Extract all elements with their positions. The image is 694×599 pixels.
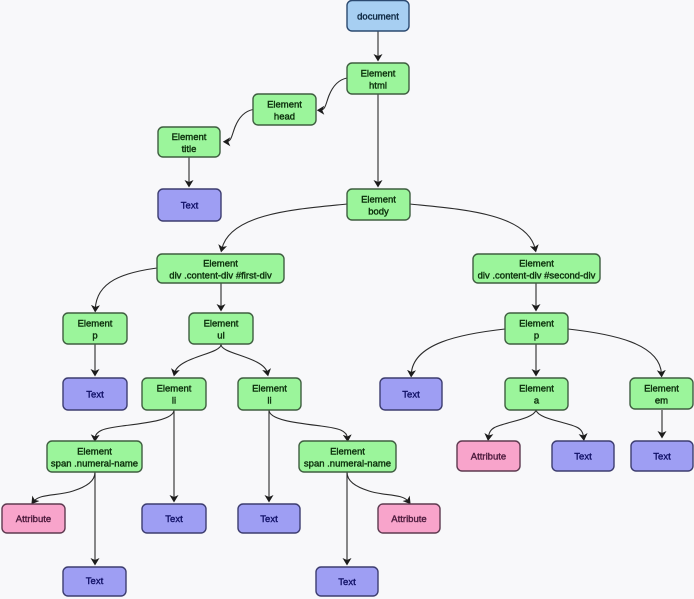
svg-text:li: li: [267, 396, 271, 407]
svg-text:Element: Element: [252, 384, 287, 395]
svg-text:Text: Text: [165, 514, 183, 525]
svg-text:Element: Element: [172, 132, 207, 143]
svg-text:Element: Element: [203, 259, 238, 270]
svg-text:Element: Element: [519, 259, 554, 270]
svg-text:Attribute: Attribute: [16, 514, 51, 525]
svg-text:Text: Text: [86, 390, 104, 401]
svg-text:title: title: [182, 144, 197, 155]
svg-text:Element: Element: [77, 447, 112, 458]
svg-text:document: document: [357, 11, 399, 22]
svg-text:ul: ul: [217, 331, 224, 342]
svg-text:Element: Element: [267, 100, 302, 111]
svg-text:html: html: [369, 81, 387, 92]
svg-text:Element: Element: [361, 69, 396, 80]
svg-text:Text: Text: [338, 577, 356, 588]
svg-text:p: p: [534, 331, 539, 342]
svg-text:Element: Element: [78, 319, 113, 330]
svg-text:p: p: [92, 331, 97, 342]
svg-text:span .numeral-name: span .numeral-name: [51, 459, 138, 470]
svg-text:Text: Text: [653, 452, 671, 463]
svg-text:body: body: [368, 207, 389, 218]
svg-text:Text: Text: [260, 514, 278, 525]
svg-text:Text: Text: [181, 201, 199, 212]
svg-text:Attribute: Attribute: [471, 452, 506, 463]
svg-text:div .content-div #second-div: div .content-div #second-div: [478, 271, 596, 282]
svg-text:em: em: [655, 396, 668, 407]
svg-text:Element: Element: [361, 195, 396, 206]
svg-text:Text: Text: [574, 452, 592, 463]
svg-text:Element: Element: [330, 447, 365, 458]
svg-text:span .numeral-name: span .numeral-name: [304, 459, 391, 470]
svg-text:Element: Element: [204, 319, 239, 330]
svg-text:Text: Text: [86, 576, 104, 587]
svg-text:li: li: [172, 396, 176, 407]
svg-text:Element: Element: [157, 384, 192, 395]
svg-text:Element: Element: [519, 384, 554, 395]
svg-text:Element: Element: [644, 384, 679, 395]
svg-text:Text: Text: [402, 390, 420, 401]
svg-text:div .content-div #first-div: div .content-div #first-div: [169, 271, 272, 282]
svg-text:Element: Element: [519, 319, 554, 330]
svg-text:head: head: [274, 112, 295, 123]
svg-text:a: a: [534, 396, 540, 407]
svg-text:Attribute: Attribute: [391, 514, 426, 525]
